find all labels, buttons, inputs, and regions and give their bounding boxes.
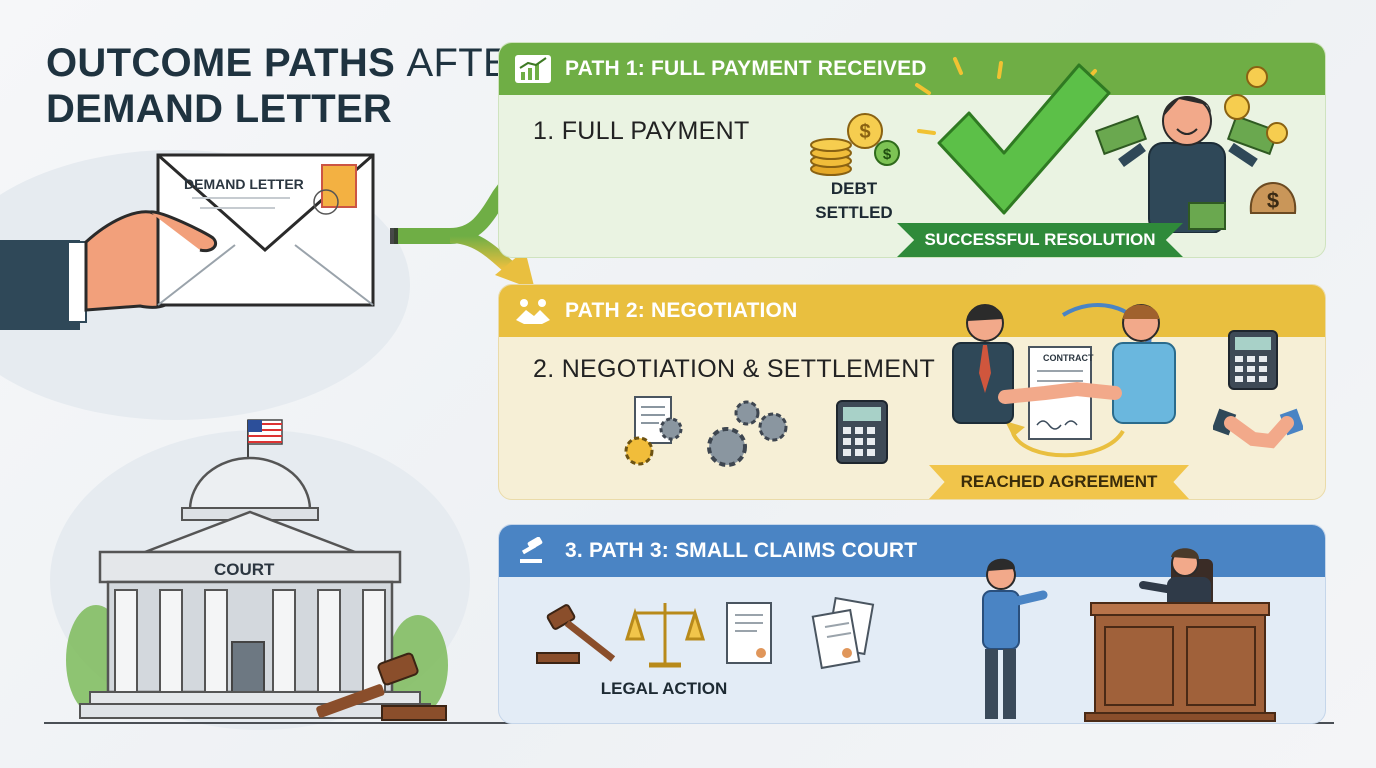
path3-header-label: 3. PATH 3: SMALL CLAIMS COURT [565,539,918,562]
legal-document-icon [726,602,772,664]
thumb-icon [149,210,218,253]
plaintiff-icon [982,558,1048,719]
title-bold: OUTCOME PATHS [46,41,396,85]
coin-stack-icon: $ $ [810,113,900,176]
path1-header-label: PATH 1: FULL PAYMENT RECEIVED [565,57,927,80]
money-bag-icon [1249,182,1297,214]
envelope-label: DEMAND LETTER [184,176,304,192]
hand-with-letter-illustration [0,153,375,330]
handshake-header-icon [513,295,553,327]
path2-card: PATH 2: NEGOTIATION 2. NEGOTIATION & SET… [498,284,1326,500]
scales-of-justice-icon [624,603,706,668]
gavel-small-icon [536,604,616,664]
judge-bench-icon [1084,602,1276,722]
path2-ribbon: REACHED AGREEMENT [929,465,1189,499]
dome-icon [188,456,312,512]
arrow-to-path1 [394,170,522,244]
stamp-icon [321,164,357,208]
title-line2: DEMAND LETTER [46,87,393,131]
handshake-small-icon [1213,408,1303,449]
contract-label: CONTRACT [1043,353,1094,363]
path1-card: PATH 1: FULL PAYMENT RECEIVED 1. FULL PA… [498,42,1326,258]
us-flag-icon [247,419,283,460]
courthouse-illustration [66,419,448,721]
legal-papers-icon [811,597,875,670]
path3-label: LEGAL ACTION [600,679,728,698]
path2-subtitle: 2. NEGOTIATION & SETTLEMENT [533,355,936,383]
svg-text:$: $ [883,146,892,163]
checkmark-icon [915,57,1111,215]
business-handshake-icon [952,303,1176,458]
happy-man-with-cash-icon: $ [1094,66,1297,233]
path2-header: PATH 2: NEGOTIATION [499,285,1325,337]
path1-label: DEBT SETTLED [815,179,893,222]
calculator-icon [836,400,888,464]
gavel-header-icon [513,535,553,567]
court-label: COURT [214,560,275,579]
calculator-small-icon [1228,330,1278,390]
gavel-icon [316,652,447,721]
path2-ribbon-label: REACHED AGREEMENT [960,472,1158,491]
path1-ribbon: SUCCESSFUL RESOLUTION [897,223,1183,257]
path2-header-label: PATH 2: NEGOTIATION [565,299,798,322]
page-title: OUTCOME PATHS AFTER DEMAND LETTER [46,40,539,132]
legal-icons-row [536,597,875,670]
svg-text:$: $ [1267,188,1279,213]
path1-header: PATH 1: FULL PAYMENT RECEIVED [499,43,1325,95]
svg-text:$: $ [859,121,870,143]
courtroom-scene-icon [982,548,1276,722]
path3-card: 3. PATH 3: SMALL CLAIMS COURT [498,524,1326,724]
court-door-icon [231,641,265,693]
path1-subtitle: 1. FULL PAYMENT [533,117,750,145]
growth-chart-icon [513,53,553,85]
sleeve-icon [0,240,80,330]
cuff-icon [67,241,87,323]
path1-ribbon-label: SUCCESSFUL RESOLUTION [924,230,1156,249]
gears-document-icon [624,396,788,467]
arrow-to-path2 [449,229,515,274]
